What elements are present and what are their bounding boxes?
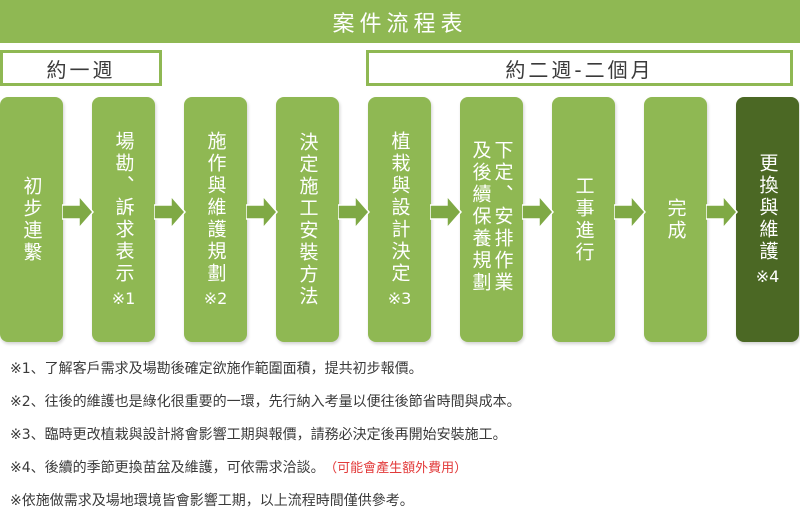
step-9-mark: ※4	[755, 267, 780, 286]
step-3-text: 施作與維護規劃	[204, 131, 227, 285]
step-8: 完成	[644, 97, 707, 342]
step-7: 工事進行	[552, 97, 615, 342]
step-6: 下定、安排作業及後續保養規劃	[460, 97, 523, 342]
note-3-text: ※3、臨時更改植栽與設計將會影響工期與報價，請務必決定後再開始安裝施工。	[10, 427, 507, 443]
note-4: ※4、後續的季節更換苗盆及維護，可依需求洽談。 （可能會產生額外費用）	[10, 452, 790, 485]
step-2: 場勘、訴求表示 ※1	[92, 97, 155, 342]
step-3: 施作與維護規劃 ※2	[184, 97, 247, 342]
step-2-text: 場勘、訴求表示	[112, 131, 135, 285]
step-3-mark: ※2	[203, 289, 228, 308]
note-3: ※3、臨時更改植栽與設計將會影響工期與報價，請務必決定後再開始安裝施工。	[10, 419, 790, 452]
note-1: ※1、了解客戶需求及場勘後確定欲施作範圍面積，提共初步報價。	[10, 353, 790, 386]
note-4-text: ※4、後續的季節更換苗盆及維護，可依需求洽談。	[10, 460, 325, 476]
note-2: ※2、往後的維護也是綠化很重要的一環，先行納入考量以便往後節省時間與成本。	[10, 386, 790, 419]
arrow-right-icon	[246, 195, 278, 229]
phase-label-2: 約二週-二個月	[366, 50, 793, 86]
step-2-mark: ※1	[111, 289, 136, 308]
arrow-right-icon	[154, 195, 186, 229]
arrow-right-icon	[706, 195, 738, 229]
phase-label-1: 約一週	[0, 50, 162, 86]
step-9-text: 更換與維護	[756, 153, 779, 263]
step-4-text: 決定施工安裝方法	[296, 131, 319, 308]
step-1-text: 初步連繫	[20, 175, 43, 264]
notes-list: ※1、了解客戶需求及場勘後確定欲施作範圍面積，提共初步報價。 ※2、往後的維護也…	[10, 353, 790, 518]
note-5-text: ※依施做需求及場地環境皆會影響工期，以上流程時間僅供參考。	[10, 493, 414, 509]
step-5: 植栽與設計決定 ※3	[368, 97, 431, 342]
step-6-text: 下定、安排作業及後續保養規劃	[469, 139, 514, 294]
arrow-right-icon	[62, 195, 94, 229]
arrow-right-icon	[522, 195, 554, 229]
step-5-mark: ※3	[387, 289, 412, 308]
arrow-right-icon	[430, 195, 462, 229]
note-5: ※依施做需求及場地環境皆會影響工期，以上流程時間僅供參考。	[10, 485, 790, 518]
arrow-right-icon	[614, 195, 646, 229]
arrow-right-icon	[338, 195, 370, 229]
step-1: 初步連繫	[0, 97, 63, 342]
step-8-text: 完成	[664, 197, 687, 242]
page-title: 案件流程表	[0, 0, 800, 43]
step-9: 更換與維護 ※4	[736, 97, 799, 342]
note-4-warning: （可能會產生額外費用）	[330, 461, 468, 476]
note-1-text: ※1、了解客戶需求及場勘後確定欲施作範圍面積，提共初步報價。	[10, 361, 423, 377]
note-2-text: ※2、往後的維護也是綠化很重要的一環，先行納入考量以便往後節省時間與成本。	[10, 394, 521, 410]
step-7-text: 工事進行	[572, 175, 595, 264]
step-5-text: 植栽與設計決定	[388, 131, 411, 285]
step-4: 決定施工安裝方法	[276, 97, 339, 342]
